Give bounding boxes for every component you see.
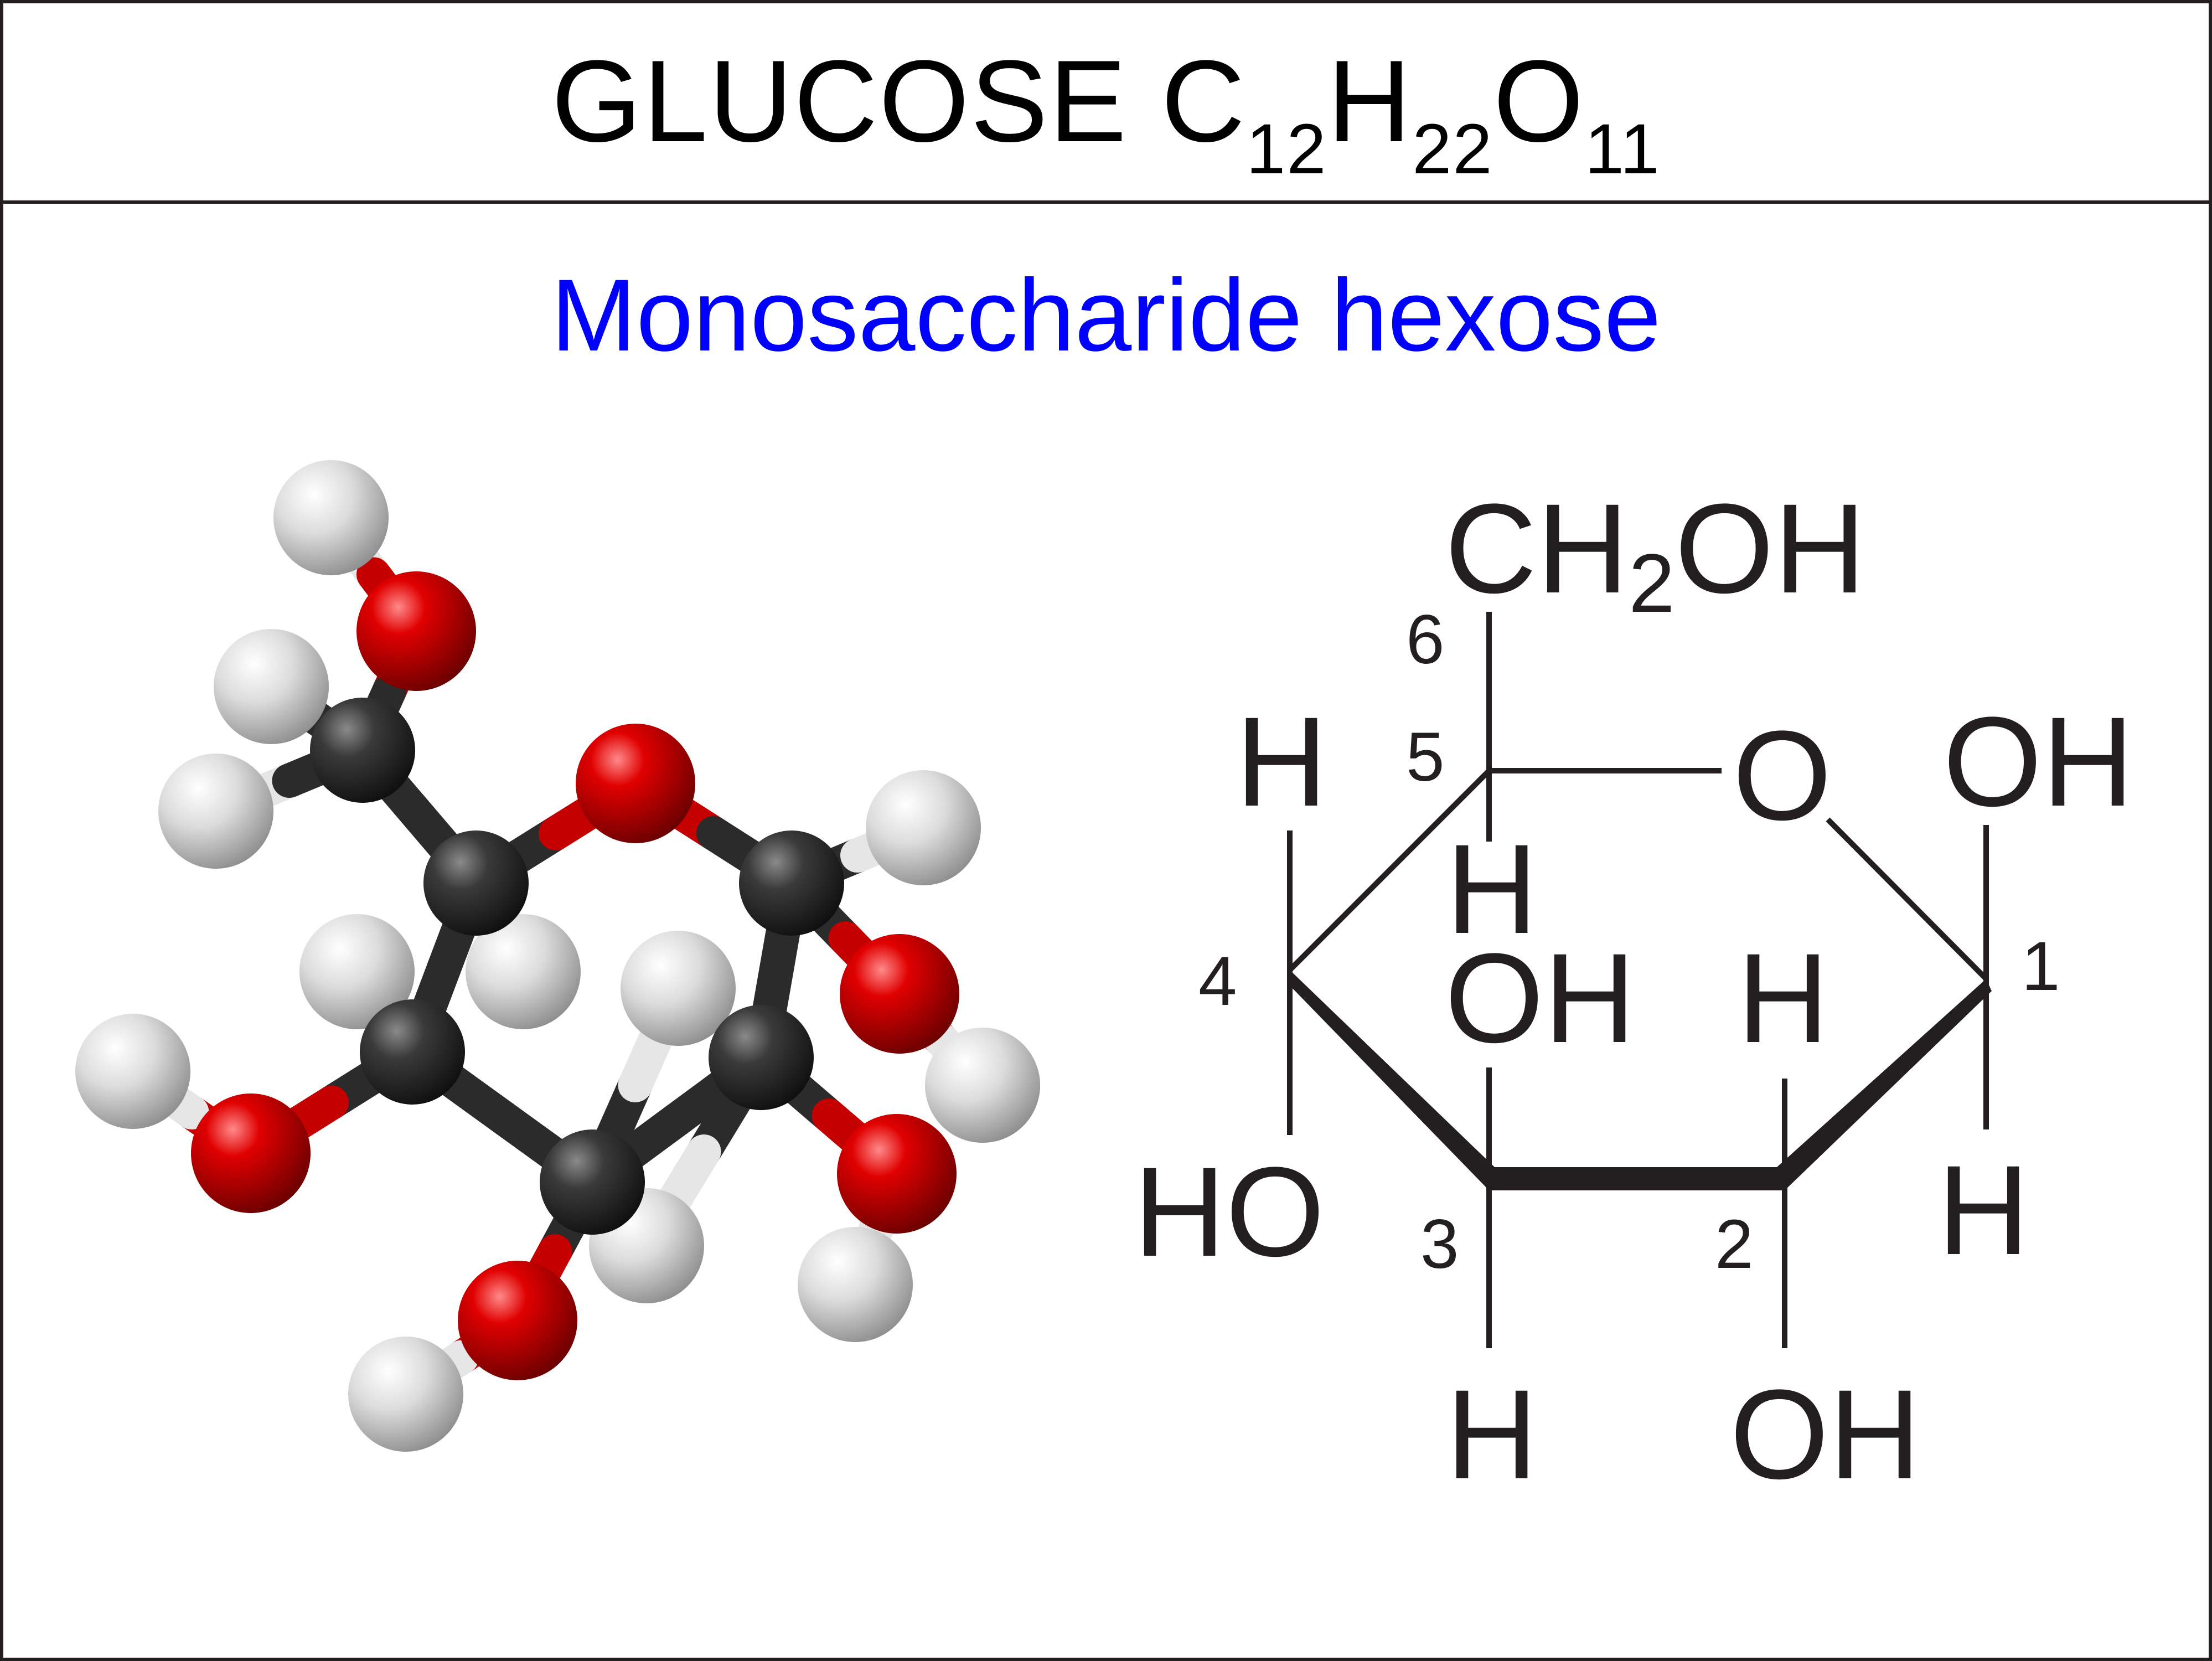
carbon-atom [739,830,844,936]
carbon-number-6: 6 [1406,601,1445,678]
formula-subscript: 22 [1412,109,1493,189]
ch2oh-label: CH2OH [1445,477,1866,630]
hydrogen-atom [798,1227,913,1342]
c3-h-label: H [1446,1363,1538,1505]
carbon-atom [310,698,415,803]
oxygen-atom [458,1261,577,1380]
formula-subscript: 12 [1246,109,1327,189]
c2-h-label: H [1737,927,1829,1069]
carbon-atom [709,1005,814,1110]
oxygen-atom [840,934,959,1054]
oxygen-atom [356,571,476,691]
c4-h-label: H [1236,690,1327,833]
c2-oh-label: OH [1730,1363,1921,1505]
formula-element: C [1161,35,1247,166]
carbon-number-4: 4 [1198,943,1237,1020]
carbon-number-5: 5 [1406,719,1445,796]
model-atoms [75,460,1040,1452]
bond-o-c1 [1826,817,1988,981]
wedge-bond-c4-c3 [1290,970,1495,1190]
subtitle: Monosaccharide hexose [551,259,1661,373]
carbon-number-3: 3 [1420,1206,1459,1283]
c1-h-label: H [1937,1139,2029,1281]
carbon-number-2: 2 [1715,1206,1754,1283]
carbon-number-1: 1 [2022,928,2060,1005]
hydrogen-atom [466,914,581,1029]
oxygen-atom [837,1114,957,1234]
c4-ho-label: HO [1134,1141,1325,1283]
hydrogen-atom [299,914,415,1029]
formula-element: H [1327,35,1413,166]
hydrogen-atom [866,770,981,885]
wedge-bond-c2-c1 [1777,979,1992,1190]
molecular-formula: C12H22O11 [1161,35,1661,184]
oxygen-atom [576,724,695,843]
c5-h-label: H [1446,818,1538,960]
formula-element: O [1493,35,1585,166]
c1-oh-label: OH [1943,690,2134,833]
carbon-atom [423,830,529,936]
bold-bond-c3-c2 [1489,1167,1782,1190]
title-band: GLUCOSE C12H22O11 [0,0,2212,202]
hydrogen-atom [348,1337,463,1452]
bond-c4-c5 [1288,768,1491,972]
title-name: GLUCOSE [551,35,1128,166]
hydrogen-atom [621,931,736,1046]
formula-subscript: 11 [1584,109,1661,189]
ring-oxygen-label: O [1733,704,1832,847]
hydrogen-atom [925,1028,1040,1143]
carbon-atom [540,1129,645,1235]
hydrogen-atom [214,629,329,744]
c3-oh-label: OH [1445,927,1636,1069]
hydrogen-atom [273,460,389,575]
carbon-atom [360,999,465,1105]
hydrogen-atom [75,1014,190,1129]
oxygen-atom [191,1093,311,1213]
hydrogen-atom [158,754,273,869]
page-title: GLUCOSE C12H22O11 [551,43,1661,184]
